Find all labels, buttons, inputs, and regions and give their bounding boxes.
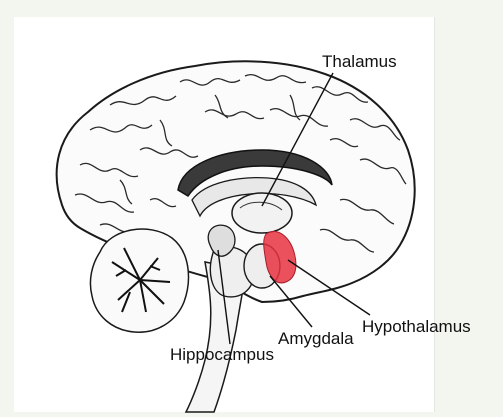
thalamus-label: Thalamus <box>322 53 397 70</box>
amygdala-label: Amygdala <box>278 330 354 347</box>
hippocampus-label: Hippocampus <box>170 346 274 363</box>
thalamus-structure <box>232 193 292 233</box>
hypothalamus-label: Hypothalamus <box>362 318 471 335</box>
